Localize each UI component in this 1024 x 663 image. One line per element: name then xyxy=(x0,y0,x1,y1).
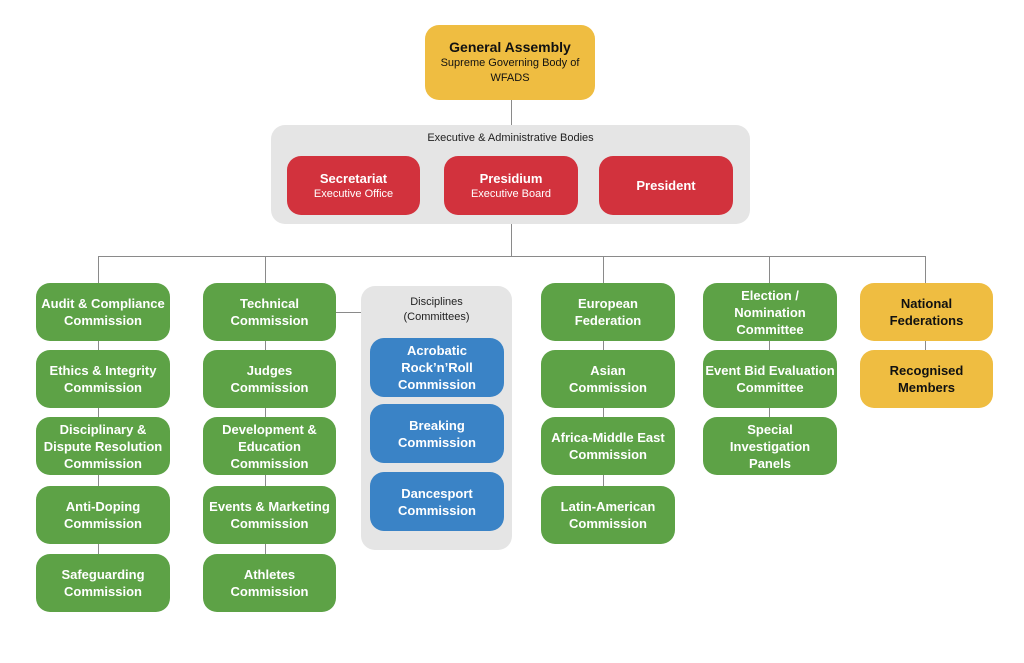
node-label: Development & Education Commission xyxy=(222,421,317,471)
connector-executive-to-bus xyxy=(511,224,512,256)
athletes-commission-node[interactable]: Athletes Commission xyxy=(203,554,336,612)
latin-american-commission-node[interactable]: Latin-American Commission xyxy=(541,486,675,544)
president-node[interactable]: President xyxy=(599,156,733,215)
connector-continental-chain xyxy=(603,341,604,486)
judges-commission-node[interactable]: Judges Commission xyxy=(203,350,336,408)
executive-bodies-label: Executive & Administrative Bodies xyxy=(427,132,594,144)
connector-drop-committees xyxy=(769,256,770,283)
connector-assembly-to-executive xyxy=(511,100,512,125)
dancesport-commission-node[interactable]: Dancesport Commission xyxy=(370,472,504,531)
presidium-node[interactable]: Presidium Executive Board xyxy=(444,156,578,215)
connector-drop-members xyxy=(925,256,926,283)
secretariat-node[interactable]: Secretariat Executive Office xyxy=(287,156,420,215)
breaking-commission-node[interactable]: Breaking Commission xyxy=(370,404,504,463)
safeguarding-commission-node[interactable]: Safeguarding Commission xyxy=(36,554,170,612)
events-marketing-commission-node[interactable]: Events & Marketing Commission xyxy=(203,486,336,544)
node-label: Recognised Members xyxy=(889,363,964,395)
node-label: Africa-Middle East Commission xyxy=(551,430,665,462)
presidium-title: Presidium xyxy=(479,170,543,186)
node-label: Breaking Commission xyxy=(397,417,476,450)
connector-members-chain xyxy=(925,341,926,350)
asian-commission-node[interactable]: Asian Commission xyxy=(541,350,675,408)
acrobatic-rock-n-roll-commission-node[interactable]: Acrobatic Rock’n’Roll Commission xyxy=(370,338,504,397)
connector-drop-integrity xyxy=(98,256,99,283)
european-federation-node[interactable]: European Federation xyxy=(541,283,675,341)
node-label: Events & Marketing Commission xyxy=(209,499,330,531)
node-label: Dancesport Commission xyxy=(397,485,476,518)
audit-compliance-commission-node[interactable]: Audit & Compliance Commission xyxy=(36,283,170,341)
general-assembly-title: General Assembly xyxy=(449,39,571,55)
disciplines-label: Disciplines (Committees) xyxy=(403,296,470,323)
node-label: Event Bid Evaluation Committee xyxy=(705,363,835,395)
node-label: National Federations xyxy=(889,296,964,328)
connector-drop-technical xyxy=(265,256,266,283)
technical-commission-node[interactable]: Technical Commission xyxy=(203,283,336,341)
special-investigation-panels-node[interactable]: Special Investigation Panels xyxy=(703,417,837,475)
anti-doping-commission-node[interactable]: Anti-Doping Commission xyxy=(36,486,170,544)
node-label: Anti-Doping Commission xyxy=(63,499,142,531)
event-bid-evaluation-committee-node[interactable]: Event Bid Evaluation Committee xyxy=(703,350,837,408)
recognised-members-node[interactable]: Recognised Members xyxy=(860,350,993,408)
node-label: European Federation xyxy=(574,296,642,328)
node-label: Latin-American Commission xyxy=(560,499,656,531)
presidium-subtitle: Executive Board xyxy=(470,187,552,200)
connector-technical-to-disciplines xyxy=(336,312,361,313)
node-label: Special Investigation Panels xyxy=(729,421,811,471)
disciplinary-dispute-commission-node[interactable]: Disciplinary & Dispute Resolution Commis… xyxy=(36,417,170,475)
development-education-commission-node[interactable]: Development & Education Commission xyxy=(203,417,336,475)
node-label: Technical Commission xyxy=(230,296,309,328)
node-label: Election / Nomination Committee xyxy=(734,287,806,337)
connector-drop-continental xyxy=(603,256,604,283)
ethics-integrity-commission-node[interactable]: Ethics & Integrity Commission xyxy=(36,350,170,408)
secretariat-title: Secretariat xyxy=(319,170,388,186)
node-label: Asian Commission xyxy=(568,363,647,395)
connector-horizontal-bus xyxy=(98,256,926,257)
node-label: Ethics & Integrity Commission xyxy=(49,363,157,395)
general-assembly-node[interactable]: General Assembly Supreme Governing Body … xyxy=(425,25,595,100)
node-label: Acrobatic Rock’n’Roll Commission xyxy=(397,343,476,392)
election-nomination-committee-node[interactable]: Election / Nomination Committee xyxy=(703,283,837,341)
national-federations-node[interactable]: National Federations xyxy=(860,283,993,341)
africa-middle-east-commission-node[interactable]: Africa-Middle East Commission xyxy=(541,417,675,475)
secretariat-subtitle: Executive Office xyxy=(313,187,394,200)
node-label: Audit & Compliance Commission xyxy=(41,296,165,328)
node-label: Athletes Commission xyxy=(230,567,309,599)
node-label: Disciplinary & Dispute Resolution Commis… xyxy=(43,421,163,471)
node-label: Judges Commission xyxy=(230,363,309,395)
president-title: President xyxy=(636,178,696,193)
general-assembly-subtitle: Supreme Governing Body of WFADS xyxy=(440,57,580,84)
node-label: Safeguarding Commission xyxy=(61,567,145,599)
